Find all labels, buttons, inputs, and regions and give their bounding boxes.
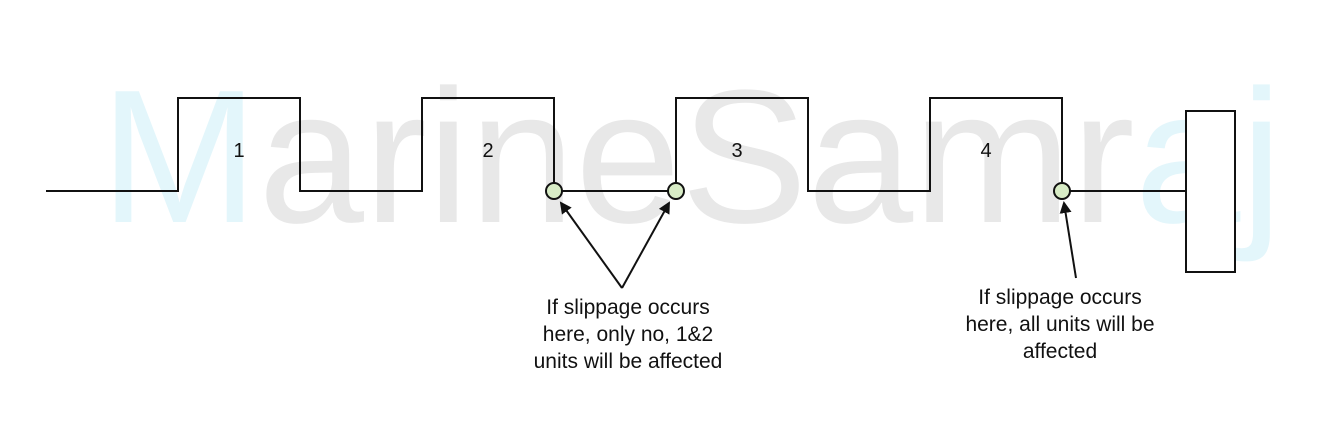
slippage-point-c [1053, 182, 1071, 200]
unit-step-line [46, 97, 1186, 192]
slippage-point-a [545, 182, 563, 200]
unit-label-2: 2 [482, 140, 493, 162]
watermark: MarineSamraj [100, 51, 1283, 263]
slippage-point-b [667, 182, 685, 200]
slippage-note-all-units: If slippage occurs here, all units will … [965, 286, 1155, 363]
arrow-to-point-c [1059, 201, 1077, 279]
unit-label-3: 3 [731, 140, 742, 162]
arrow-to-point-b [621, 201, 670, 289]
unit-label-4: 4 [980, 140, 991, 162]
end-block [1185, 110, 1236, 273]
unit-label-1: 1 [233, 140, 244, 162]
watermark-prefix: M [100, 51, 258, 263]
watermark-middle: arineSamr [258, 51, 1134, 263]
slippage-note-units-1-2: If slippage occurs here, only no, 1&2 un… [533, 296, 723, 373]
arrow-to-point-a [559, 201, 623, 289]
